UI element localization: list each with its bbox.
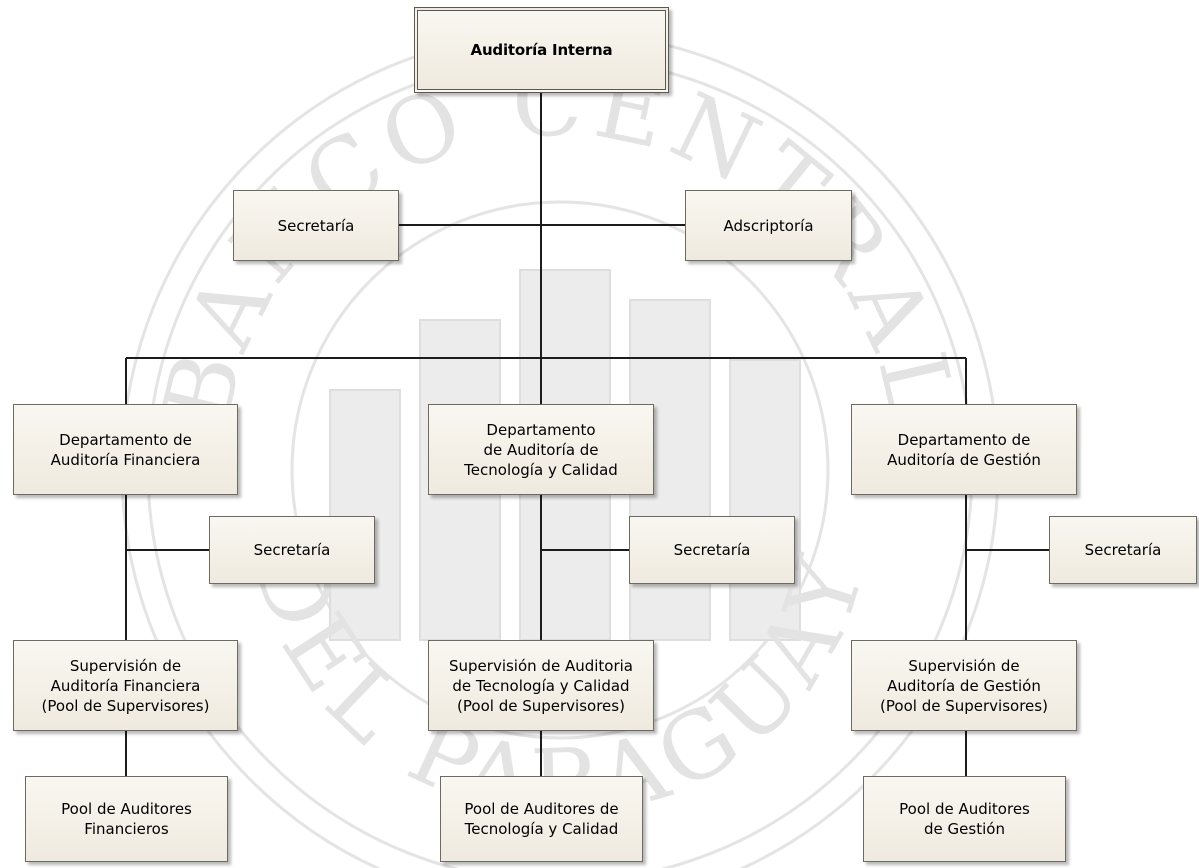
pool-auditores-tecnologia-box: Pool de Auditores de Tecnología y Calida…	[440, 776, 643, 862]
pool-auditores-gestion-box: Pool de Auditores de Gestión	[863, 776, 1066, 862]
auditoria-interna-box: Auditoría Interna	[414, 7, 669, 93]
secretaria-financiera-box: Secretaría	[209, 516, 375, 584]
secretaria-tecnologia-box: Secretaría	[629, 516, 795, 584]
supervision-tecnologia-box: Supervisión de Auditoria de Tecnología y…	[428, 640, 654, 731]
adscriptoria-box: Adscriptoría	[685, 190, 852, 261]
dept-auditoria-financiera-box: Departamento de Auditoría Financiera	[13, 404, 238, 495]
pool-auditores-financieros-box: Pool de Auditores Financieros	[25, 776, 228, 862]
dept-auditoria-tecnologia-calidad-box: Departamento de Auditoría de Tecnología …	[428, 404, 654, 495]
dept-auditoria-gestion-box: Departamento de Auditoría de Gestión	[851, 404, 1077, 495]
secretaria-staff-box: Secretaría	[233, 190, 399, 261]
secretaria-gestion-box: Secretaría	[1049, 516, 1197, 584]
supervision-gestion-box: Supervisión de Auditoría de Gestión (Poo…	[851, 640, 1077, 731]
supervision-financiera-box: Supervisión de Auditoría Financiera (Poo…	[13, 640, 238, 731]
